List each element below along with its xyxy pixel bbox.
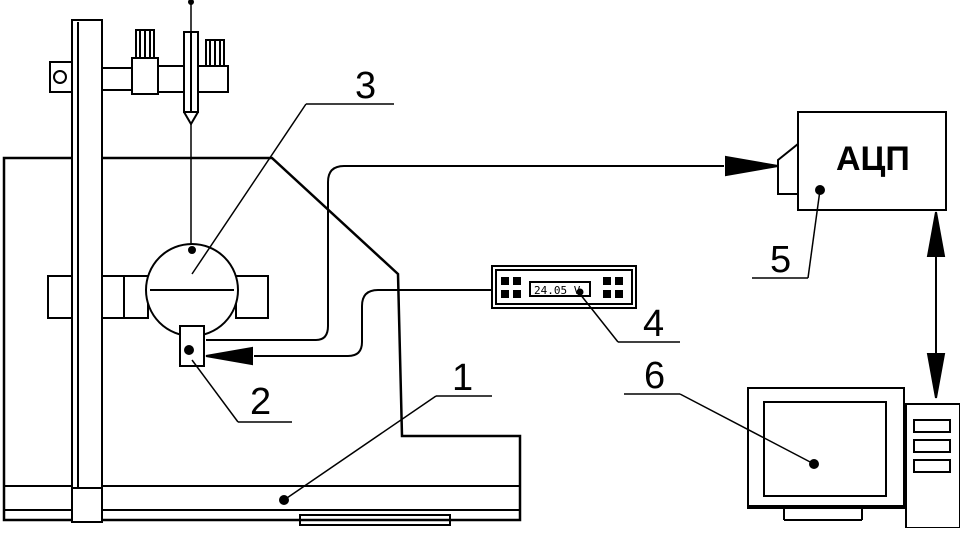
controller-device [491, 265, 637, 309]
label-sensor: 2 [250, 381, 271, 423]
sensor-element [179, 325, 205, 367]
adc-box [777, 111, 947, 211]
label-chamber: 3 [355, 65, 376, 107]
label-controller: 4 [643, 303, 664, 345]
label-computer: 6 [644, 355, 665, 397]
leader-lines [191, 103, 821, 501]
measuring-chamber [47, 243, 269, 337]
controller-display-text: 24.05 V [534, 284, 581, 297]
base-marker [279, 495, 289, 505]
micrometer-assembly [49, 0, 229, 252]
signal-lines [205, 155, 946, 399]
computer [747, 387, 960, 529]
label-adc-block: 5 [770, 239, 791, 281]
vertical-column [71, 19, 103, 523]
adc-text: АЦП [836, 140, 910, 178]
label-base: 1 [452, 357, 473, 399]
